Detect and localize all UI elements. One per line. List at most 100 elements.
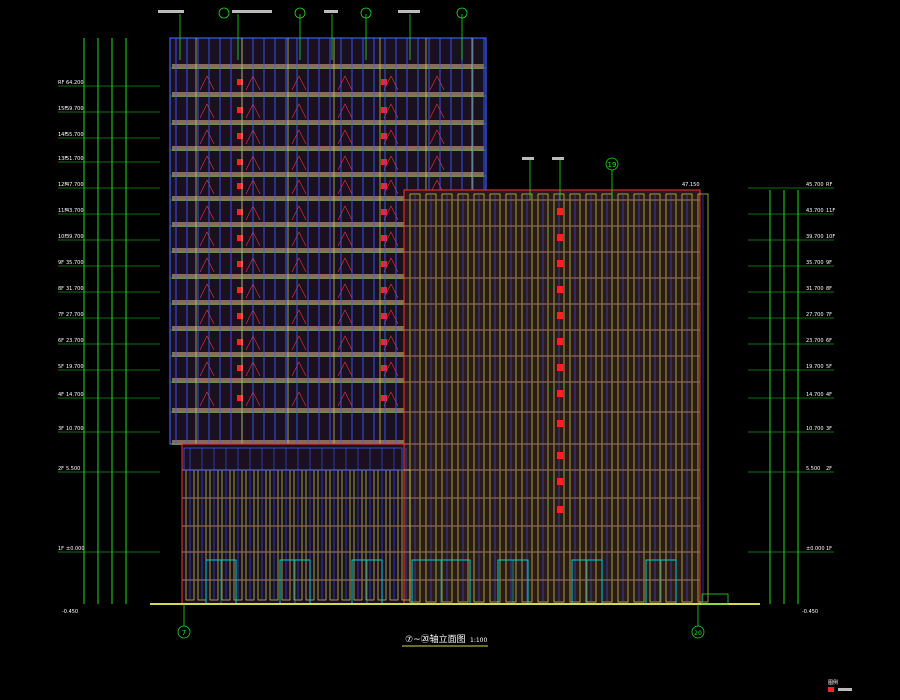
axis-bubble-top-d [456,7,468,19]
axis-bubble-20: 20 [691,604,705,639]
fire-marker [381,313,387,319]
right-level-floor: RF [826,182,832,188]
tower-spandrel [172,352,484,357]
left-level-value: 23.700 [66,338,84,344]
drawing-title: ⑦~⑳轴立面图 1:100 [402,633,488,647]
base-block [181,443,677,605]
base-facade-grid [182,447,411,601]
legend-swatch [828,687,834,692]
fire-marker [237,287,243,293]
fire-marker [237,183,243,189]
left-level-value: 51.700 [66,156,84,162]
fire-marker [237,209,243,215]
tower-spandrel [172,172,484,177]
fire-marker [237,395,243,401]
fire-marker [381,79,387,85]
axis-bubble-top-b [294,7,306,19]
tower-spandrel [172,274,484,279]
fire-marker [381,159,387,165]
left-level-floor: 1F [58,546,64,552]
top-right-level: 47.150 [682,182,700,188]
fire-marker [381,209,387,215]
right-level-value: ±0.000 [806,546,825,552]
legend: 图例 [828,679,852,692]
left-level-value: 64.200 [66,80,84,86]
left-level-value: 43.700 [66,208,84,214]
left-level-value: 59.700 [66,106,84,112]
fire-marker [381,287,387,293]
svg-text:1:100: 1:100 [470,637,487,644]
tower-spandrel [172,440,484,445]
tower-spandrel [172,248,484,253]
right-level-value: 35.700 [806,260,824,266]
left-level-floor: 11F [58,208,67,214]
svg-text:⑦~⑳轴立面图: ⑦~⑳轴立面图 [405,633,466,645]
left-level-value: 14.700 [66,392,84,398]
top-callouts [179,14,613,200]
left-level-floor: 4F [58,392,64,398]
left-level-value: 19.700 [66,364,84,370]
fire-marker [381,133,387,139]
left-level-floor: 10F [58,234,67,240]
wing-facade-grid [404,193,709,605]
fire-marker [381,261,387,267]
left-level-value: 10.700 [66,426,84,432]
left-level-floor: 3F [58,426,64,432]
left-level-floor: 15F [58,106,67,112]
fire-marker [237,107,243,113]
tower-spandrel [172,92,484,97]
left-level-floor: 8F [58,286,64,292]
right-level-floor: 2F [826,466,832,472]
right-level-floor: 1F [826,546,832,552]
left-level-floor: 13F [58,156,67,162]
tower-spandrel [172,326,484,331]
fire-marker [381,107,387,113]
right-level-value: 43.700 [806,208,824,214]
right-level-value: 27.700 [806,312,824,318]
tower-spandrel [172,120,484,125]
left-level-value: 39.700 [66,234,84,240]
left-level-floor: 9F [58,260,64,266]
right-level-floor: 8F [826,286,832,292]
right-level-value: 31.700 [806,286,824,292]
left-level-value: 27.700 [66,312,84,318]
svg-text:19: 19 [608,161,617,169]
fire-marker [381,339,387,345]
fire-marker [237,313,243,319]
left-level-floor: 14F [58,132,67,138]
left-level-value: 47.700 [66,182,84,188]
left-level-value: 5.500 [66,466,80,472]
svg-text:7: 7 [182,629,186,637]
right-level-floor: 7F [826,312,832,318]
left-level-value: ±0.000 [66,546,85,552]
tower-spandrel [172,64,484,69]
fire-marker [237,133,243,139]
right-level-floor: 6F [826,338,832,344]
fire-marker [381,395,387,401]
left-level-value: 55.700 [66,132,84,138]
wing-block [403,189,709,605]
right-level-value: 10.700 [806,426,824,432]
left-level-floor: 6F [58,338,64,344]
right-level-value: 14.700 [806,392,824,398]
axis-bubble-top-19: 19 [605,157,619,171]
fire-marker [237,365,243,371]
tower-spandrel [172,408,484,413]
left-level-floor: 2F [58,466,64,472]
fire-marker [237,159,243,165]
left-level-floor: 7F [58,312,64,318]
right-level-floor: 9F [826,260,832,266]
top-callout-labels [158,10,564,160]
fire-marker [237,235,243,241]
right-level-value: 19.700 [806,364,824,370]
axis-bubble-top-a [218,7,230,19]
tower-spandrel [172,222,484,227]
right-level-floor: 11F [826,208,835,214]
fire-marker [381,235,387,241]
fire-marker [381,183,387,189]
svg-text:图例: 图例 [828,679,838,686]
right-level-value: 23.700 [806,338,824,344]
fire-marker [237,339,243,345]
